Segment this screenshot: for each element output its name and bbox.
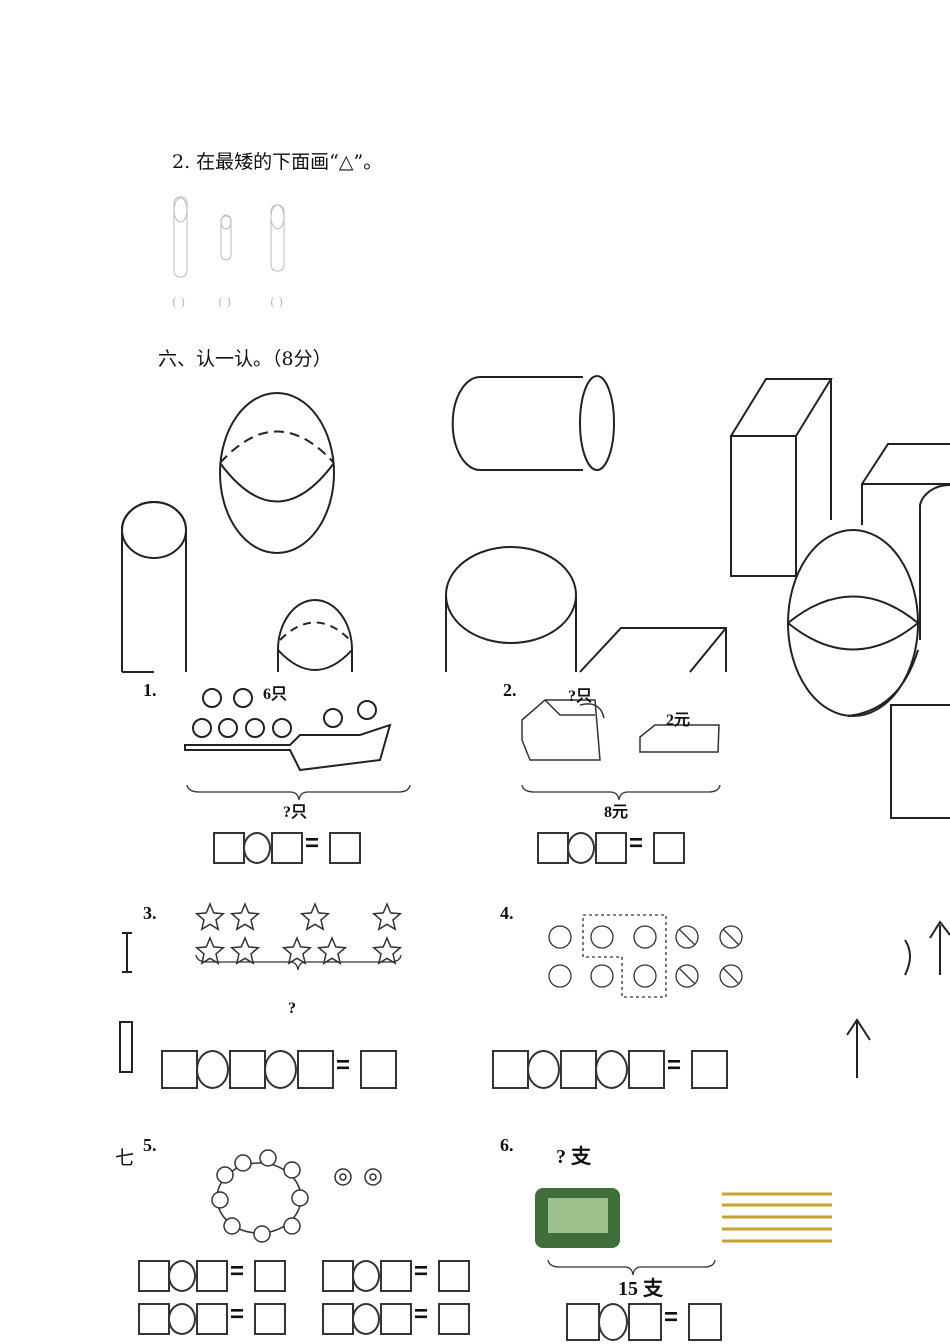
- answer-box[interactable]: [628, 1050, 665, 1089]
- equals-sign: =: [667, 1051, 682, 1079]
- question-title: 2. 在最矮的下面画“△”。: [172, 151, 383, 173]
- answer-box[interactable]: [196, 1260, 228, 1292]
- problem-label: 6只: [263, 686, 288, 703]
- problem-number: 5.: [143, 1135, 157, 1155]
- answer-box[interactable]: [161, 1050, 198, 1089]
- brace-3: [195, 954, 402, 971]
- problem-number: 4.: [500, 903, 514, 923]
- answer-box[interactable]: [566, 1303, 600, 1341]
- equals-sign: =: [414, 1258, 429, 1285]
- answer-box[interactable]: [492, 1050, 529, 1089]
- height-cylinders: [173, 196, 285, 278]
- answer-slot[interactable]: ( ): [270, 295, 284, 309]
- operator-circle[interactable]: [264, 1050, 297, 1089]
- medium-cylinder: [270, 204, 285, 272]
- operator-circle[interactable]: [243, 832, 271, 864]
- tall-cylinder: [173, 196, 188, 278]
- star: [194, 936, 226, 965]
- answer-box[interactable]: [322, 1260, 354, 1292]
- answer-box[interactable]: [360, 1050, 397, 1089]
- operator-circle[interactable]: [352, 1260, 380, 1292]
- operator-circle[interactable]: [567, 832, 595, 864]
- answer-box[interactable]: [196, 1303, 228, 1335]
- problem-number: 6.: [500, 1135, 514, 1155]
- star: [281, 936, 313, 965]
- operator-circle[interactable]: [168, 1260, 196, 1292]
- operator-circle[interactable]: [595, 1050, 628, 1089]
- star: [371, 902, 403, 931]
- solids-figure: [119, 375, 950, 1078]
- brace-2: [521, 784, 721, 801]
- answer-box[interactable]: [628, 1303, 662, 1341]
- pencilcase-pencils-illustration: [535, 1188, 832, 1248]
- bag-pencilbox-illustration: [521, 699, 720, 761]
- operator-circle[interactable]: [527, 1050, 560, 1089]
- answer-box[interactable]: [254, 1260, 286, 1292]
- brace-1: [186, 784, 411, 801]
- answer-box[interactable]: [322, 1303, 354, 1335]
- equals-sign: =: [336, 1051, 351, 1079]
- answer-box[interactable]: [688, 1303, 722, 1341]
- answer-box[interactable]: [653, 832, 685, 864]
- operator-circle[interactable]: [598, 1303, 628, 1341]
- circle-groups: [548, 914, 743, 998]
- answer-box[interactable]: [438, 1260, 470, 1292]
- problem-label: 2元: [666, 712, 691, 729]
- bead-ring: [211, 1149, 382, 1243]
- star: [371, 936, 403, 965]
- answer-box[interactable]: [691, 1050, 728, 1089]
- answer-box[interactable]: [380, 1303, 412, 1335]
- star: [299, 902, 331, 931]
- star: [229, 936, 261, 965]
- answer-slot[interactable]: ( ): [218, 295, 232, 309]
- answer-box[interactable]: [297, 1050, 334, 1089]
- equals-sign: =: [305, 830, 320, 857]
- dogs-boat-illustration: [184, 688, 392, 772]
- problem-number: 3.: [143, 903, 157, 923]
- problem-label: ?只: [568, 688, 593, 705]
- short-cylinder: [220, 215, 232, 261]
- answer-box[interactable]: [329, 832, 361, 864]
- answer-box[interactable]: [213, 832, 245, 864]
- answer-box[interactable]: [537, 832, 569, 864]
- problem-label: ?只: [283, 804, 308, 821]
- equals-sign: =: [230, 1258, 245, 1285]
- answer-box[interactable]: [560, 1050, 597, 1089]
- equals-sign: =: [664, 1304, 679, 1331]
- star: [316, 936, 348, 965]
- star: [229, 902, 261, 931]
- operator-circle[interactable]: [168, 1303, 196, 1335]
- section-title: 六、认一认。（8分）: [158, 348, 332, 370]
- brace-6: [547, 1259, 716, 1276]
- problem-label: 15 支: [618, 1278, 663, 1300]
- sphere-large: [219, 392, 335, 554]
- problem-number: 2.: [503, 680, 517, 700]
- answer-box[interactable]: [138, 1303, 170, 1335]
- answer-box[interactable]: [138, 1260, 170, 1292]
- problem-label: ? 支: [556, 1146, 591, 1168]
- equals-sign: =: [629, 830, 644, 857]
- problem-number: 1.: [143, 680, 157, 700]
- answer-box[interactable]: [438, 1303, 470, 1335]
- answer-box[interactable]: [254, 1303, 286, 1335]
- equals-sign: =: [230, 1301, 245, 1328]
- problem-label: 8元: [604, 804, 629, 821]
- problem-label: ?: [288, 1000, 296, 1017]
- answer-box[interactable]: [595, 832, 627, 864]
- answer-box[interactable]: [271, 832, 303, 864]
- answer-slot[interactable]: ( ): [172, 295, 186, 309]
- answer-box[interactable]: [380, 1260, 412, 1292]
- answer-box[interactable]: [229, 1050, 266, 1089]
- operator-circle[interactable]: [352, 1303, 380, 1335]
- equals-sign: =: [414, 1301, 429, 1328]
- stars: [194, 902, 403, 965]
- operator-circle[interactable]: [196, 1050, 229, 1089]
- section-marker: 七: [115, 1147, 135, 1169]
- star: [194, 902, 226, 931]
